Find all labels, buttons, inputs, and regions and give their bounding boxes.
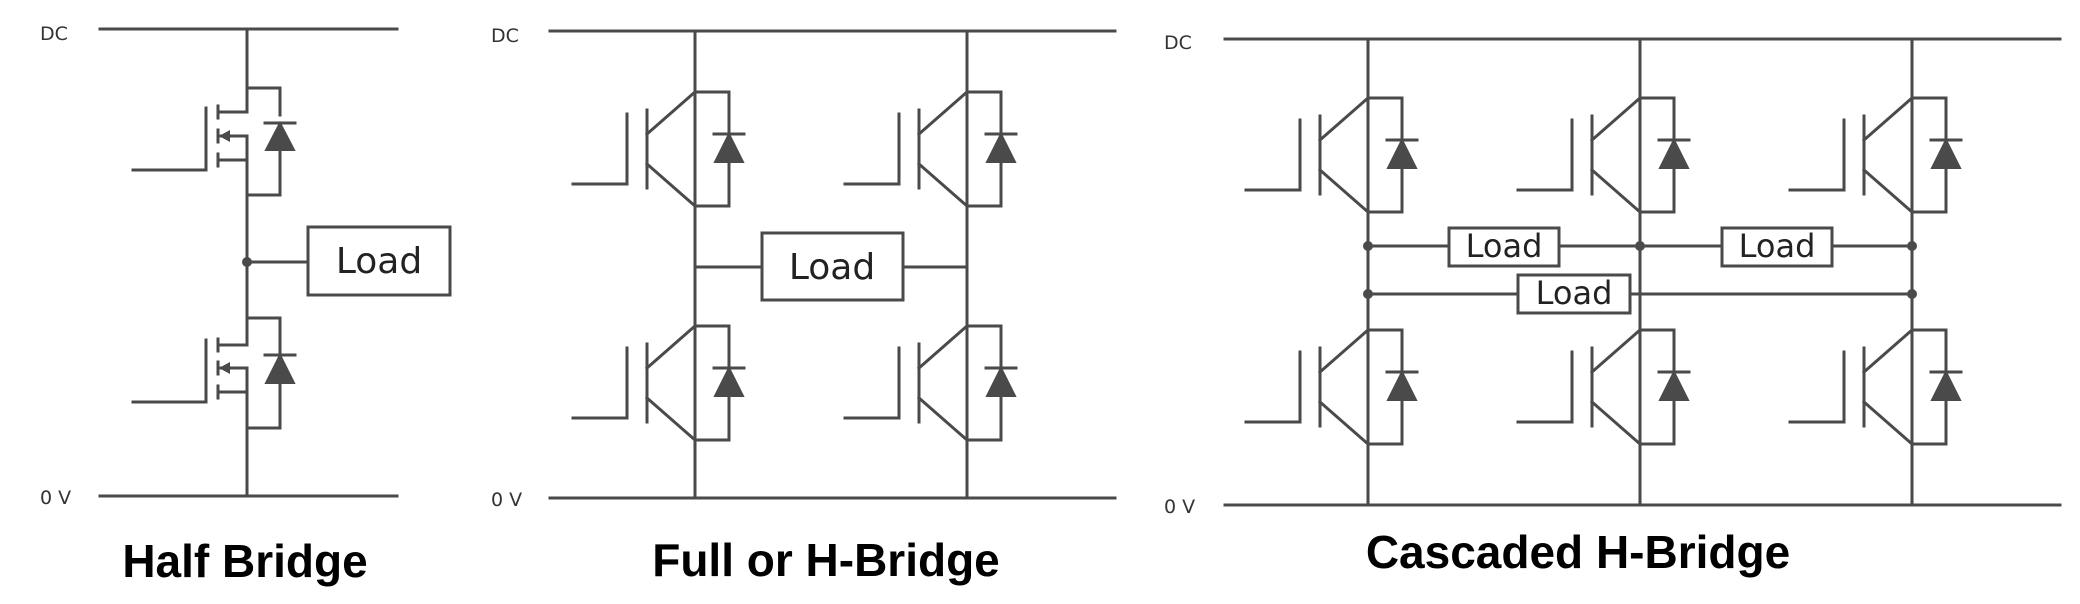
igbt-switch: [843, 89, 1018, 209]
igbt-switch: [1244, 327, 1419, 447]
junction-dot: [1635, 241, 1645, 251]
diode-icon: [1386, 137, 1418, 169]
junction-dot: [1363, 289, 1373, 299]
cascaded-bridge-panel: DC 0 V Load Load Load: [1164, 32, 2062, 578]
zero-volt-rail-label: 0 V: [491, 489, 522, 511]
load-box: [1720, 226, 1834, 268]
diode-icon: [985, 365, 1017, 397]
zero-volt-rail-label: 0 V: [1164, 496, 1195, 518]
lower-mosfet-switch: [131, 316, 297, 430]
junction-dot: [1363, 241, 1373, 251]
igbt-switch: [843, 323, 1018, 443]
load-box: [1447, 226, 1561, 268]
diode-icon: [713, 365, 745, 397]
load-label: Load: [1739, 227, 1816, 265]
igbt-switch: [1244, 95, 1419, 215]
zero-volt-rail-label: 0 V: [40, 487, 71, 509]
igbt-switch: [1516, 327, 1691, 447]
diode-icon: [1930, 137, 1962, 169]
igbt-switch: [571, 89, 746, 209]
full-bridge-panel: DC 0 V Load: [491, 25, 1117, 586]
upper-mosfet-switch: [131, 86, 297, 197]
load-label: Load: [1466, 227, 1543, 265]
diode-icon: [1658, 137, 1690, 169]
diode-icon: [713, 131, 745, 163]
load-label: Load: [336, 241, 422, 282]
igbt-switch: [1788, 95, 1963, 215]
half-bridge-panel: DC 0 V Load: [40, 23, 452, 587]
igbt-switch: [1516, 95, 1691, 215]
load-box: [760, 231, 905, 302]
diode-icon: [1658, 369, 1690, 401]
dc-rail-label: DC: [1164, 32, 1192, 54]
diode-icon: [1930, 369, 1962, 401]
diode-icon: [985, 131, 1017, 163]
caption-half-bridge: Half Bridge: [122, 535, 367, 587]
dc-rail-label: DC: [491, 25, 519, 47]
diode-icon: [1386, 369, 1418, 401]
load-box: [1516, 273, 1632, 315]
igbt-switch: [1788, 327, 1963, 447]
load-box: [306, 225, 452, 297]
caption-full-bridge: Full or H-Bridge: [652, 534, 1000, 586]
load-label: Load: [1536, 274, 1613, 312]
diode-icon: [264, 120, 296, 151]
junction-dot: [1907, 289, 1917, 299]
load-label: Load: [789, 247, 875, 288]
caption-cascaded-bridge: Cascaded H-Bridge: [1366, 526, 1790, 578]
diode-icon: [264, 352, 296, 384]
igbt-switch: [571, 323, 746, 443]
dc-rail-label: DC: [40, 23, 68, 45]
junction-dot: [1907, 241, 1917, 251]
